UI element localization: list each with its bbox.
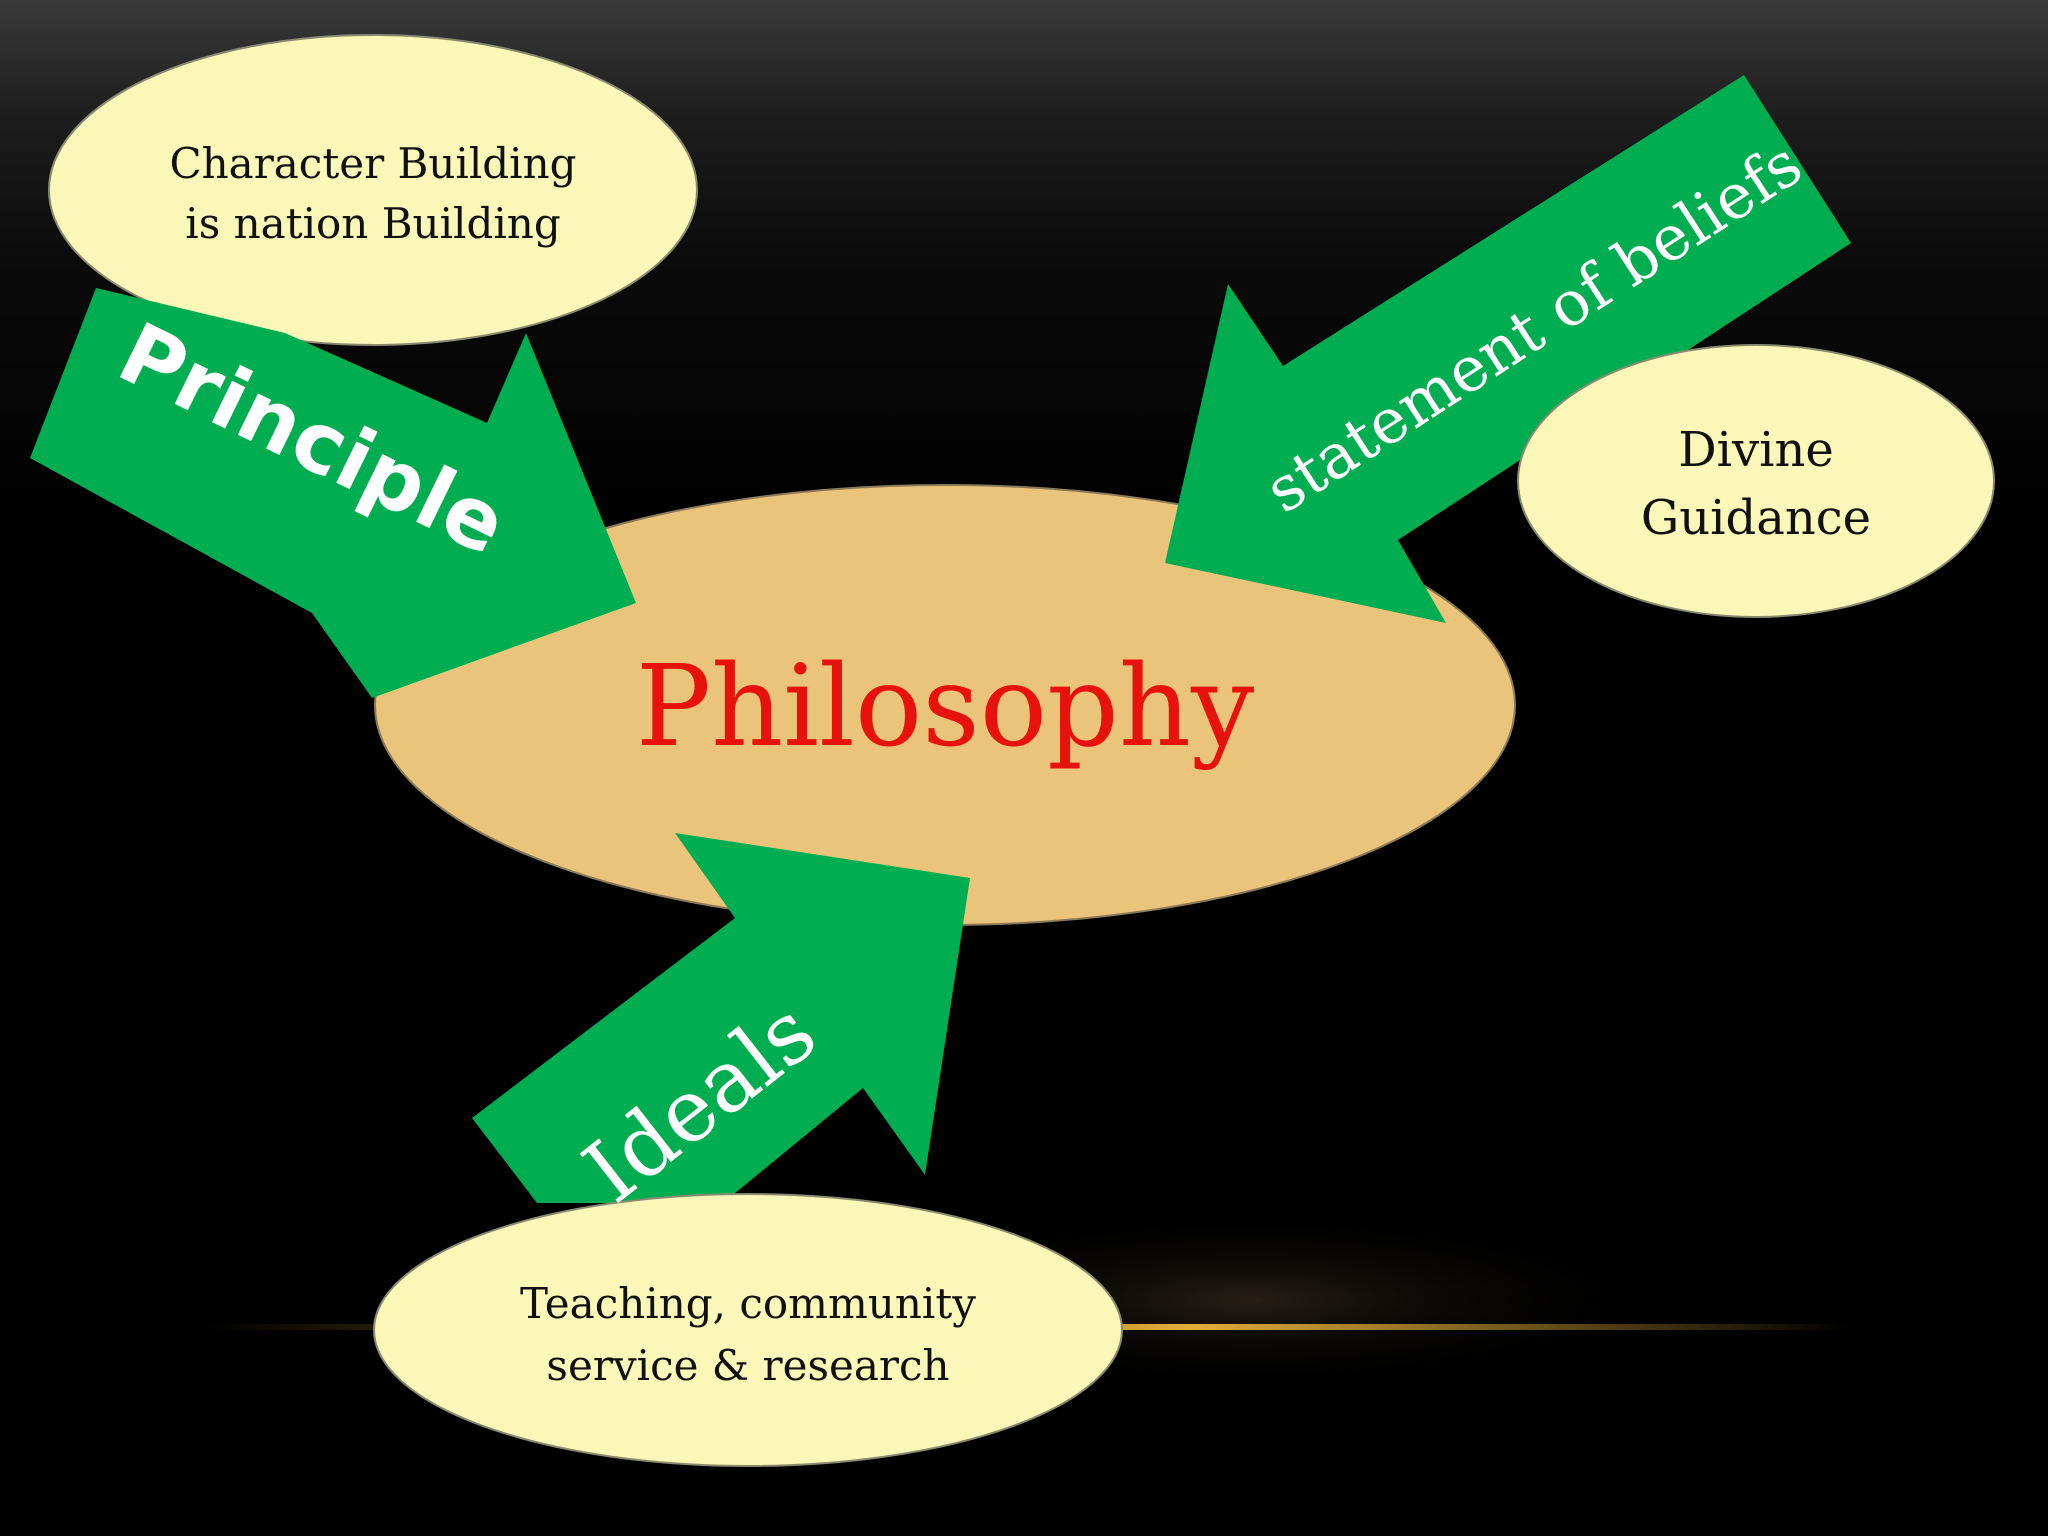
divine-guidance-bubble <box>1517 344 1995 618</box>
divine-line-2: Guidance <box>1641 490 1871 546</box>
character-line-2: is nation Building <box>185 199 560 248</box>
ideals-arrow <box>472 833 970 1203</box>
teaching-bubble <box>373 1193 1123 1467</box>
teaching-line-1: Teaching, community <box>520 1279 976 1328</box>
principle-arrow <box>30 288 636 698</box>
character-building-bubble <box>48 34 698 346</box>
teaching-line-2: service & research <box>546 1341 949 1390</box>
divine-line-1: Divine <box>1678 422 1834 478</box>
philosophy-label: Philosophy <box>636 642 1255 772</box>
statement-arrow <box>1165 75 1851 623</box>
character-line-1: Character Building <box>169 139 576 188</box>
